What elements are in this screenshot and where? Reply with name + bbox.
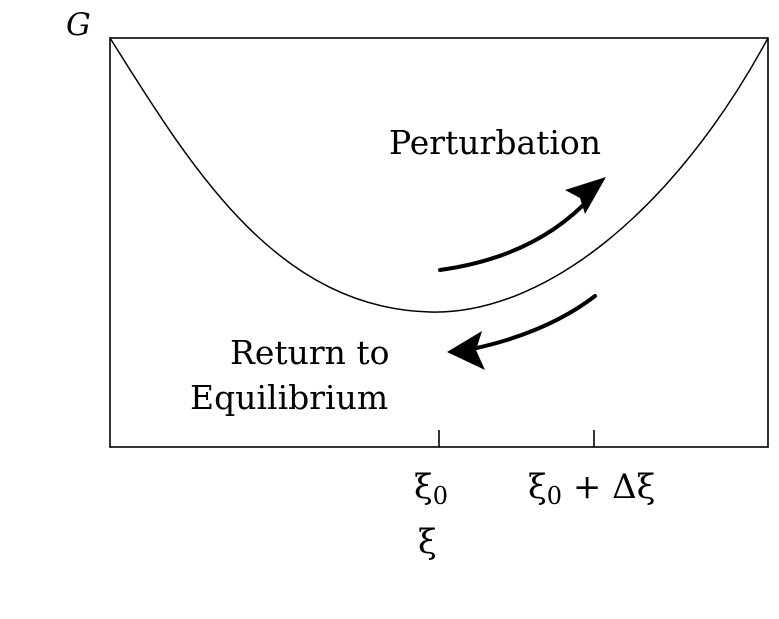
tick-label-xi0-plus-dxi: ξ0 + Δξ: [528, 470, 655, 508]
energy-curve: [109, 37, 769, 313]
tick-label-xi0-base: ξ: [414, 467, 433, 507]
perturbation-arrowhead: [565, 177, 606, 214]
return-label-line2: Equilibrium: [190, 378, 389, 417]
tick-label-xi0-plus-dxi-suffix: + Δξ: [562, 467, 656, 507]
x-axis-label: ξ: [418, 522, 437, 562]
tick-label-xi0-plus-dxi-sub: 0: [546, 482, 563, 510]
perturbation-label: Perturbation: [389, 123, 602, 162]
tick-label-xi0: ξ0: [414, 470, 448, 508]
y-axis-label: G: [66, 7, 91, 43]
tick-label-xi0-sub: 0: [432, 482, 449, 510]
return-label-line1: Return to: [230, 333, 390, 372]
tick-label-xi0-plus-dxi-base: ξ: [528, 467, 547, 507]
return-arrow: [470, 294, 597, 351]
return-arrowhead: [447, 331, 485, 370]
perturbation-arrow: [438, 194, 594, 272]
